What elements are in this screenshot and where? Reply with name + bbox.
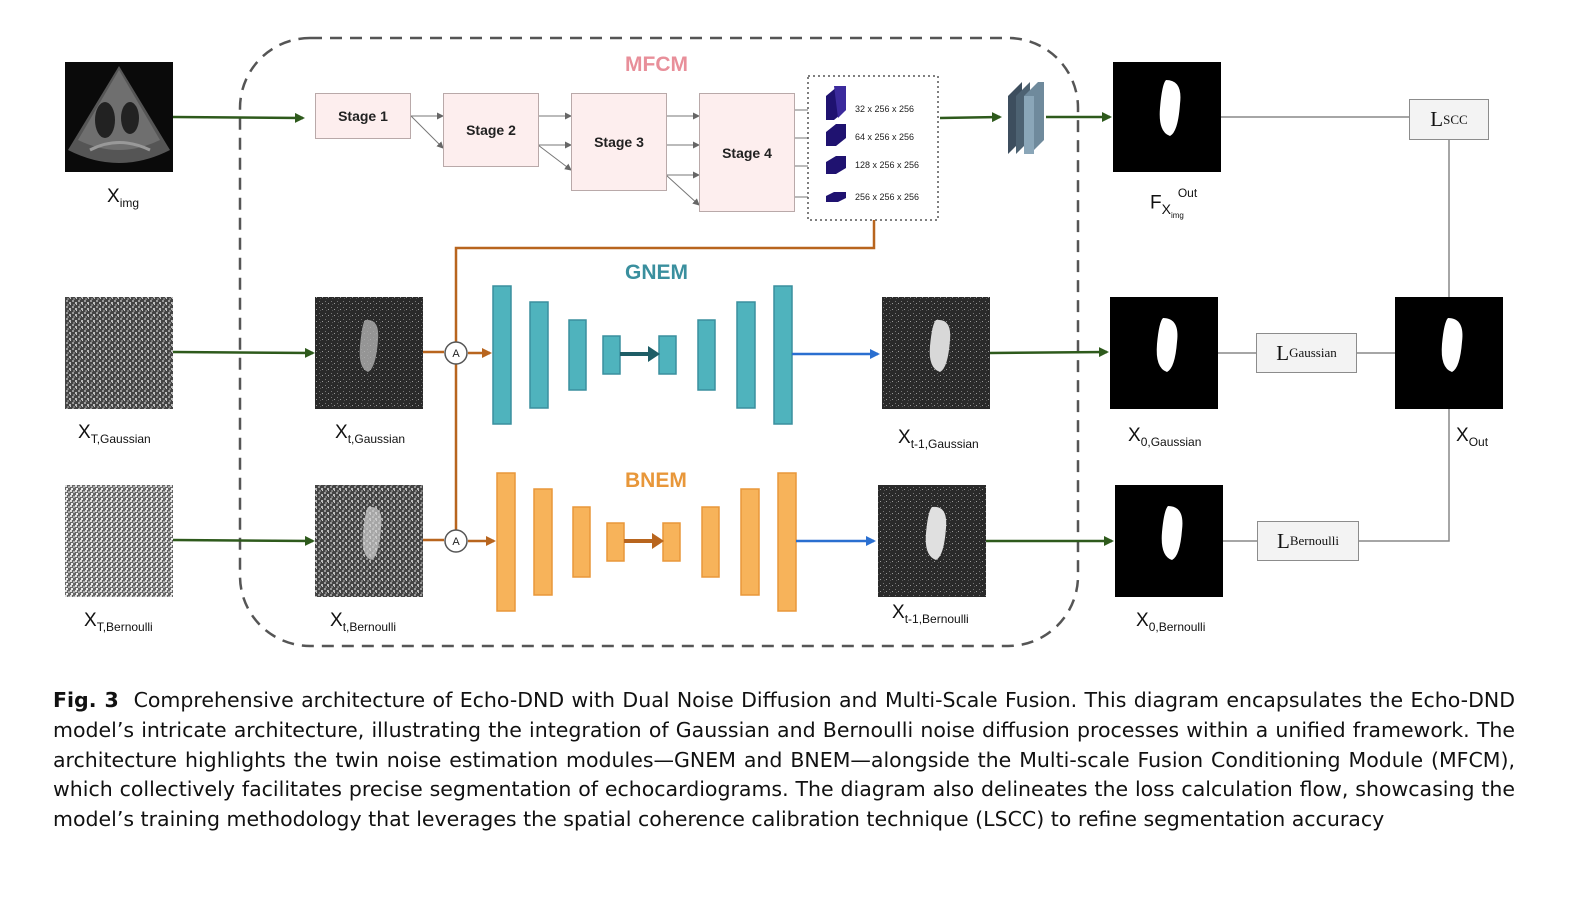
figure-label: Fig. 3 xyxy=(53,688,119,712)
green-arrows xyxy=(172,112,1114,546)
add-node-bernoulli: A xyxy=(444,529,468,553)
label-x-out: XOut xyxy=(1456,425,1489,449)
gnem-title: GNEM xyxy=(625,261,688,284)
add-node-gaussian: A xyxy=(444,341,468,365)
xt1-gaussian-image xyxy=(882,297,990,409)
label-x-t1-bernoulli: Xt-1,Bernoulli xyxy=(892,602,969,626)
x0-gaussian-mask xyxy=(1110,297,1218,409)
stage-2-box: Stage 2 xyxy=(443,93,539,167)
mfcm-title: MFCM xyxy=(625,53,688,76)
feature-dim-2: 64 x 256 x 256 xyxy=(855,132,915,142)
label-x-t-gaussian: Xt,Gaussian xyxy=(335,422,406,446)
bernoulli-noise-image xyxy=(65,485,173,597)
bnem-unet xyxy=(496,472,797,612)
architecture-diagram: A A xyxy=(65,36,1503,648)
diffusion-enclosure xyxy=(238,36,1080,648)
f-out-mask xyxy=(1113,62,1221,172)
xt1-bernoulli-image xyxy=(878,485,986,597)
label-x-T-bernoulli: XT,Bernoulli xyxy=(84,610,153,634)
figure-caption: Fig. 3 Comprehensive architecture of Ech… xyxy=(53,686,1515,835)
label-f-out: FXimgOut xyxy=(1150,186,1198,221)
feature-dim-4: 256 x 256 x 256 xyxy=(855,192,920,202)
feature-cubes xyxy=(826,86,846,202)
x-out-mask xyxy=(1395,297,1503,409)
label-x-t1-gaussian: Xt-1,Gaussian xyxy=(898,427,979,451)
gaussian-noise-image xyxy=(65,297,173,409)
stage-3-box: Stage 3 xyxy=(571,93,667,191)
label-x-0-bernoulli: X0,Bernoulli xyxy=(1136,610,1206,634)
svg-text:A: A xyxy=(452,536,460,548)
fused-feature-block xyxy=(1008,82,1044,154)
diagram-canvas: A A xyxy=(65,36,1503,648)
feature-dim-3: 128 x 256 x 256 xyxy=(855,160,920,170)
gnem-unet xyxy=(492,285,793,425)
label-x-T-gaussian: XT,Gaussian xyxy=(78,422,151,446)
conditioning-path xyxy=(423,220,876,546)
feature-dim-1: 32 x 256 x 256 xyxy=(855,104,915,114)
xt-gaussian-image xyxy=(315,297,423,409)
stage-4-box: Stage 4 xyxy=(699,93,795,212)
x0-bernoulli-mask xyxy=(1115,485,1223,597)
loss-connectors xyxy=(1218,116,1450,542)
svg-text:A: A xyxy=(452,348,460,360)
xt-bernoulli-image xyxy=(315,485,423,597)
label-x-img: Ximg xyxy=(107,186,140,210)
stage-1-box: Stage 1 xyxy=(315,93,411,139)
echo-image xyxy=(65,62,173,172)
caption-text: Comprehensive architecture of Echo-DND w… xyxy=(53,688,1515,832)
label-x-0-gaussian: X0,Gaussian xyxy=(1128,425,1202,449)
label-x-t-bernoulli: Xt,Bernoulli xyxy=(330,610,397,634)
bnem-title: BNEM xyxy=(625,469,687,492)
